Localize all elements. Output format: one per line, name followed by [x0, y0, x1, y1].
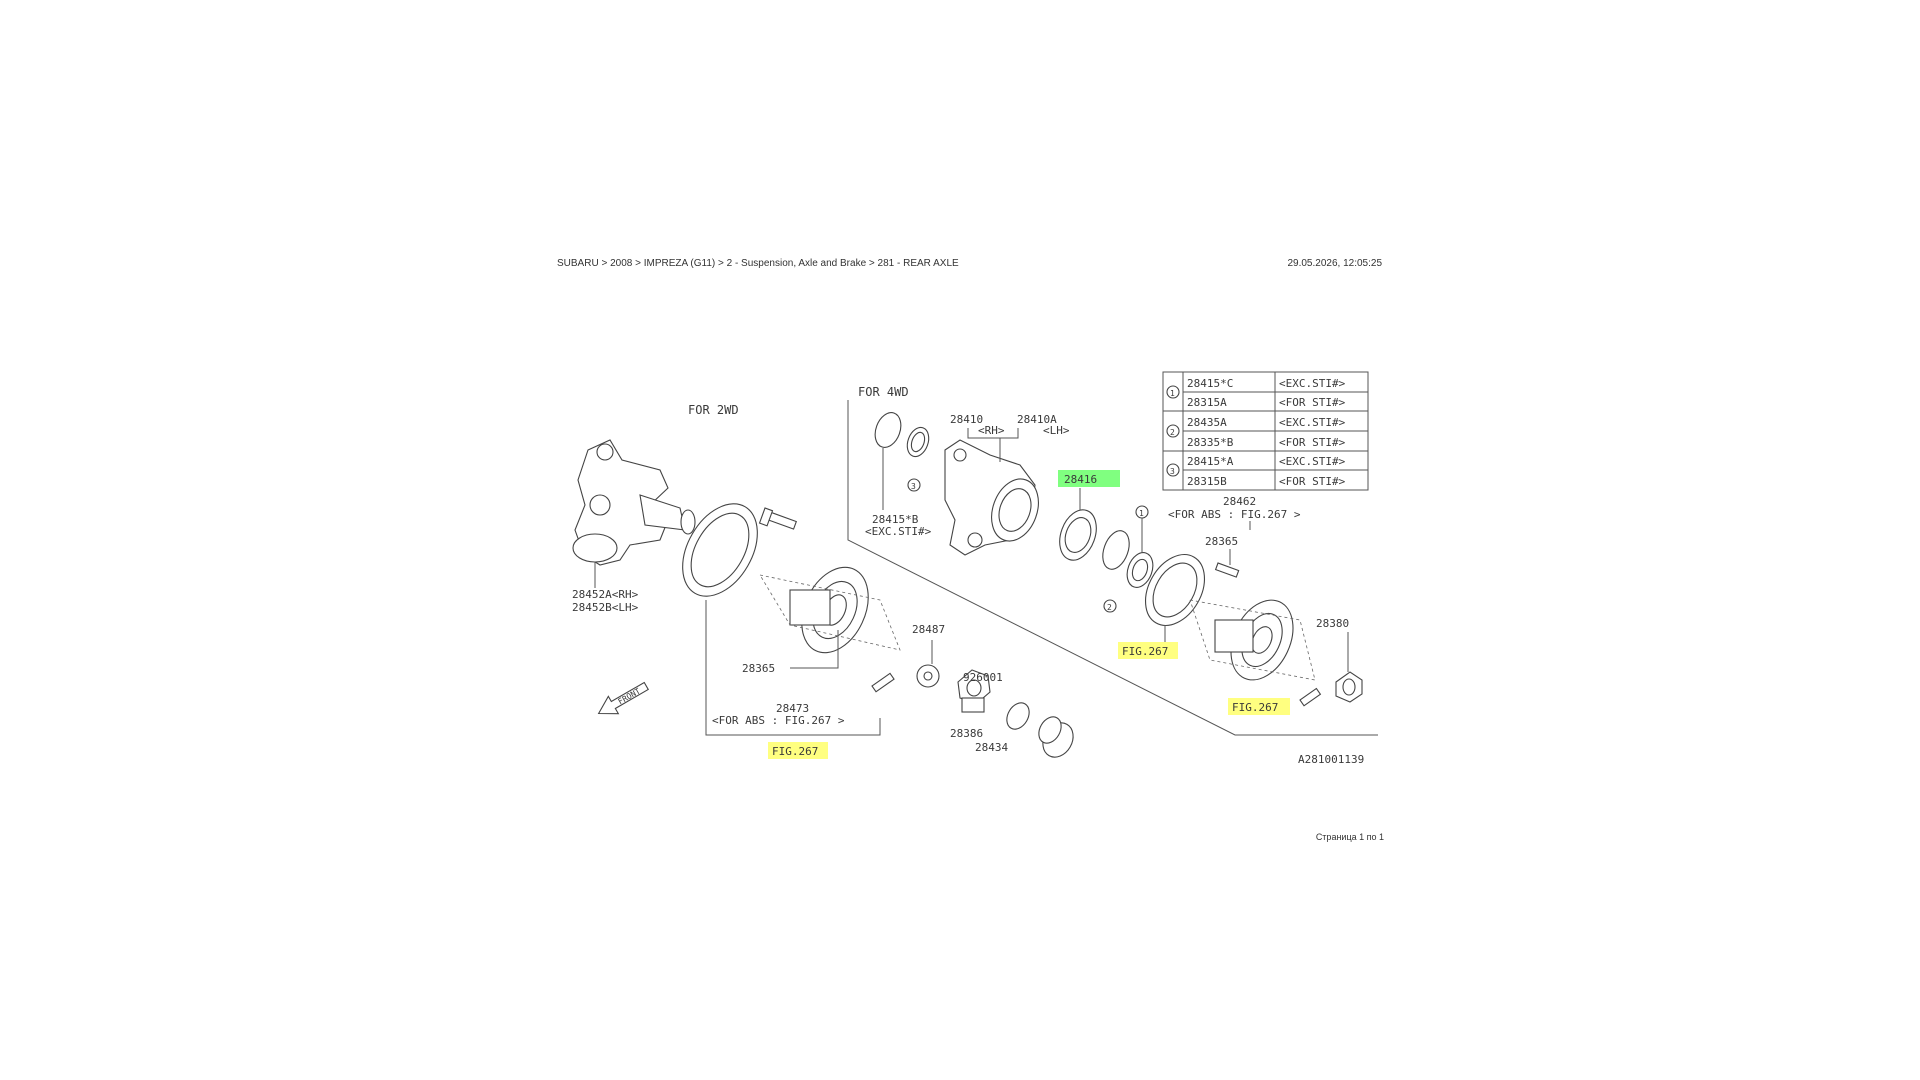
seal-inner: [1126, 552, 1154, 588]
label-28386: 28386: [950, 727, 983, 740]
legend-note: <EXC.STI#>: [1279, 416, 1346, 429]
fig267-highlight-left: [768, 742, 828, 759]
legend-table: 1 2 3 28415*C <EXC.STI#> 28315A <FOR STI…: [1162, 371, 1369, 491]
label-front: FRONT: [617, 686, 643, 706]
label-28462-note: <FOR ABS : FIG.267 >: [1168, 508, 1301, 521]
legend-part: 28415*C: [1187, 377, 1233, 390]
hub-right: [1214, 599, 1294, 681]
label-28380: 28380: [1316, 617, 1349, 630]
snap-ring: [1102, 530, 1130, 570]
label-28473-note: <FOR ABS : FIG.267 >: [712, 714, 845, 727]
label-28365-left: 28365: [742, 662, 775, 675]
bolt-left: [758, 507, 798, 530]
hub-bolt-left: [871, 672, 895, 693]
label-28452a: 28452A<RH>: [572, 588, 639, 601]
page-footer: Страница 1 по 1: [1315, 832, 1384, 842]
legend-note: <EXC.STI#>: [1279, 455, 1346, 468]
legend-marker-3: 3: [1170, 467, 1175, 476]
label-28410: 28410: [950, 413, 983, 426]
cap-28434: [1038, 716, 1074, 758]
legend-note: <FOR STI#>: [1279, 475, 1346, 488]
seal-28415b: [874, 412, 930, 458]
legend-part: 28315B: [1187, 475, 1227, 488]
washer-28487: [916, 664, 940, 688]
label-926001: 926001: [963, 671, 1003, 684]
legend-marker-1: 1: [1170, 389, 1175, 398]
abs-ring-left: [682, 503, 758, 597]
knuckle-4wd: [944, 439, 1039, 556]
legend-part: 28415*A: [1187, 455, 1234, 468]
figure-id: A281001139: [1298, 753, 1364, 766]
label-28473: 28473: [776, 702, 809, 715]
bearing-28416: [1059, 509, 1097, 561]
bolt-right: [1214, 562, 1240, 578]
legend-part: 28335*B: [1187, 436, 1234, 449]
link-28416[interactable]: 28416: [1064, 473, 1097, 486]
legend-part: 28435A: [1187, 416, 1227, 429]
label-28452b: 28452B<LH>: [572, 601, 639, 614]
marker-3-a: 3: [911, 482, 916, 491]
o-ring: [1006, 702, 1030, 730]
section-divider: [847, 400, 1378, 736]
hub-left: [789, 566, 869, 654]
breadcrumb: SUBARU > 2008 > IMPREZA (G11) > 2 - Susp…: [557, 258, 959, 269]
label-28410a: 28410A: [1017, 413, 1057, 426]
legend-marker-2: 2: [1170, 428, 1175, 437]
label-28462: 28462: [1223, 495, 1256, 508]
nut-28386: [957, 669, 991, 713]
link-fig267-mid[interactable]: FIG.267: [1122, 645, 1168, 658]
label-rh: <RH>: [978, 424, 1005, 437]
label-28487: 28487: [912, 623, 945, 636]
link-fig267-left[interactable]: FIG.267: [772, 745, 818, 758]
timestamp: 29.05.2026, 12:05:25: [1287, 258, 1382, 269]
hub-bolt-right: [1299, 687, 1322, 707]
link-fig267-right[interactable]: FIG.267: [1232, 701, 1278, 714]
part-28416-highlight: [1058, 470, 1120, 487]
nut-28380: [1335, 671, 1363, 703]
abs-ring-right: [1144, 554, 1206, 626]
label-for-4wd: FOR 4WD: [858, 385, 909, 399]
legend-note: <FOR STI#>: [1279, 436, 1346, 449]
fig267-highlight-right: [1228, 698, 1290, 715]
front-arrow-icon: FRONT: [597, 681, 650, 715]
knuckle-2wd: [572, 439, 696, 566]
marker-2: 2: [1107, 603, 1112, 612]
legend-part: 28315A: [1187, 396, 1227, 409]
label-28434: 28434: [975, 741, 1008, 754]
label-28415b-note: <EXC.STI#>: [865, 525, 932, 538]
label-lh: <LH>: [1043, 424, 1070, 437]
marker-1: 1: [1139, 509, 1144, 518]
legend-note: <FOR STI#>: [1279, 396, 1346, 409]
label-28415b: 28415*B: [872, 513, 919, 526]
label-for-2wd: FOR 2WD: [688, 403, 739, 417]
fig267-highlight-mid: [1118, 642, 1178, 659]
label-28365-right: 28365: [1205, 535, 1238, 548]
legend-note: <EXC.STI#>: [1279, 377, 1346, 390]
